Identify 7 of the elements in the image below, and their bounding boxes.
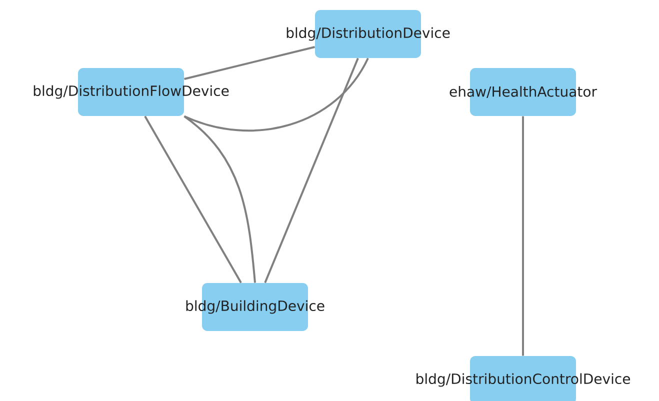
connector-line — [144, 116, 242, 284]
connector-line — [522, 116, 524, 356]
connector-line — [264, 58, 359, 284]
node-box: bldg/DistributionControlDevice — [416, 356, 630, 401]
connector-line — [184, 46, 315, 80]
connector-line — [184, 58, 369, 132]
connector-line — [184, 115, 256, 283]
